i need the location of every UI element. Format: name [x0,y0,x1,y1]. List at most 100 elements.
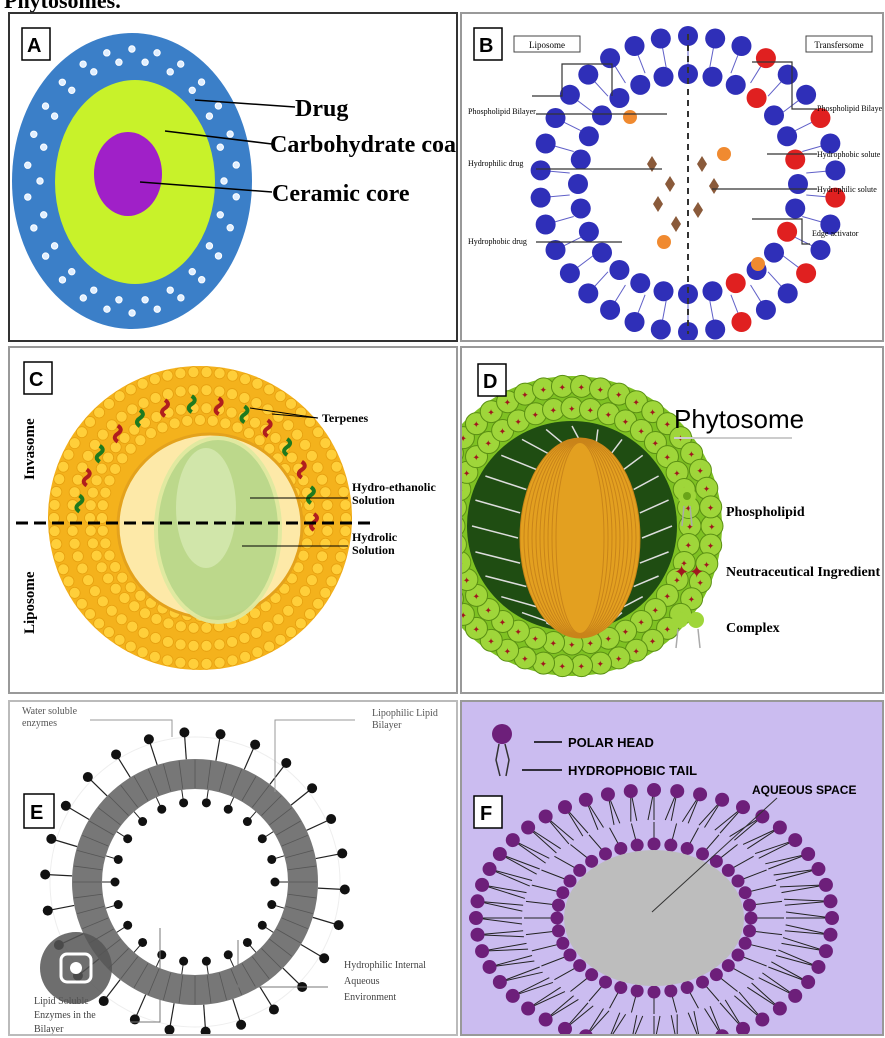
enzyme [326,814,336,824]
lipid-head [317,474,328,485]
drug-particle [178,61,184,67]
ingredient-mark: ✦ [703,484,711,494]
polar-head [819,944,833,958]
lipid-head [705,29,725,49]
lipid-head [188,367,199,378]
lipid-head [114,634,125,645]
lipid-head [764,243,784,263]
label-carbohydrate-coat: Carbohydrate coat [270,132,456,158]
polar-head [573,959,586,972]
ingredient-mark: ✦ [708,522,716,532]
lipid-head [119,593,130,604]
lipid-head [163,618,174,629]
polar-head [631,984,644,997]
lipid-head [317,551,328,562]
drug-particle [233,194,239,200]
lipid-head [83,450,94,461]
polar-head [773,1002,787,1016]
panel-letter-e: E [30,802,43,824]
ingredient-mark: ✦ [532,410,540,420]
lipid-head [162,389,173,400]
drug-particle [51,113,57,119]
drug-particle [42,253,48,259]
polar-head [736,800,750,814]
enzyme [340,884,350,894]
ingredient-mark: ✦ [514,417,522,427]
panel-b-diagram: B Liposome Transfersome Phospholipid Bil… [462,14,882,340]
polar-head [743,899,756,912]
lipid-head [83,575,94,586]
lipid-head [104,550,115,561]
lipid-head [137,647,148,658]
inner-enzyme [123,834,132,843]
polar-head [506,989,520,1003]
lipid-head [340,526,351,537]
lipid-head [777,222,797,242]
inner-enzyme [157,950,166,959]
ingredient-mark: ✦ [558,382,566,392]
lipid-head [726,75,746,95]
ingredient-mark: ✦ [550,405,558,415]
ingredient-mark: ✦ [504,398,512,408]
ingredient-mark: ✦ [651,605,659,615]
ingredient-mark: ✦ [558,662,566,672]
ingredient-mark: ✦ [499,427,507,437]
tail [608,1013,620,1034]
ingredient-mark: ✦ [504,646,512,656]
enzyme [334,920,344,930]
lipid-head [51,539,62,550]
lens-search-icon[interactable] [40,932,112,1004]
drug-particle [142,297,148,303]
lipid-head [149,651,160,662]
lipid-head [283,605,294,616]
polar-head [739,937,752,950]
lipid-head [630,273,650,293]
panel-d-diagram: ✦✦✦✦✦✦✦✦✦✦✦✦✦✦✦✦✦✦✦✦✦✦✦✦✦✦✦✦✦✦✦✦✦✦✦✦✦✦✦✦… [462,348,882,692]
polar-head [483,960,497,974]
inner-enzyme [258,921,267,930]
polar-head [648,838,661,851]
ingredient-mark: ✦ [472,420,480,430]
drug-particle [227,131,233,137]
drug-particle [104,306,110,312]
lipid-head [110,583,121,594]
ingredient-mark: ✦ [637,427,645,437]
inner-enzyme [243,938,252,947]
ingredient-mark: ✦ [521,390,529,400]
lipid-head [239,392,250,403]
hydrophilic-drug [647,156,657,172]
lipid-head [91,550,102,561]
enzyme [236,1020,246,1030]
drug-particle [91,287,97,293]
polar-head [631,839,644,852]
lipid-head [286,627,297,638]
drug-particle [25,162,31,168]
lipid-head [104,475,115,486]
label-hydrophobic-solute: Hydrophobic solute [817,150,881,159]
inner-enzyme [224,805,233,814]
enzyme [269,1005,279,1015]
lipid-head [264,641,275,652]
lipid-head [150,392,161,403]
lipid-head [207,415,218,426]
drug-particle [91,69,97,75]
enzyme [250,740,260,750]
ingredient-mark: ✦ [663,591,671,601]
lipid-head [150,633,161,644]
panel-b: B Liposome Transfersome Phospholipid Bil… [460,12,884,342]
ingredient-mark: ✦ [596,385,604,395]
panel-d: ✦✦✦✦✦✦✦✦✦✦✦✦✦✦✦✦✦✦✦✦✦✦✦✦✦✦✦✦✦✦✦✦✦✦✦✦✦✦✦✦… [460,346,884,694]
hydrophobic-drug [751,257,765,271]
label-drug: Drug [295,96,348,122]
polar-head [664,984,677,997]
polar-head [648,986,661,999]
ingredient-mark: ✦ [578,662,586,672]
lipid-head [560,85,580,105]
drug-particle [31,225,37,231]
lipid-head [175,621,186,632]
ingredient-mark: ✦ [473,453,481,463]
lipid-head [326,449,337,460]
ingredient-mark: ✦ [664,624,672,634]
lipid-head [85,525,96,536]
lipid-head [252,647,263,658]
